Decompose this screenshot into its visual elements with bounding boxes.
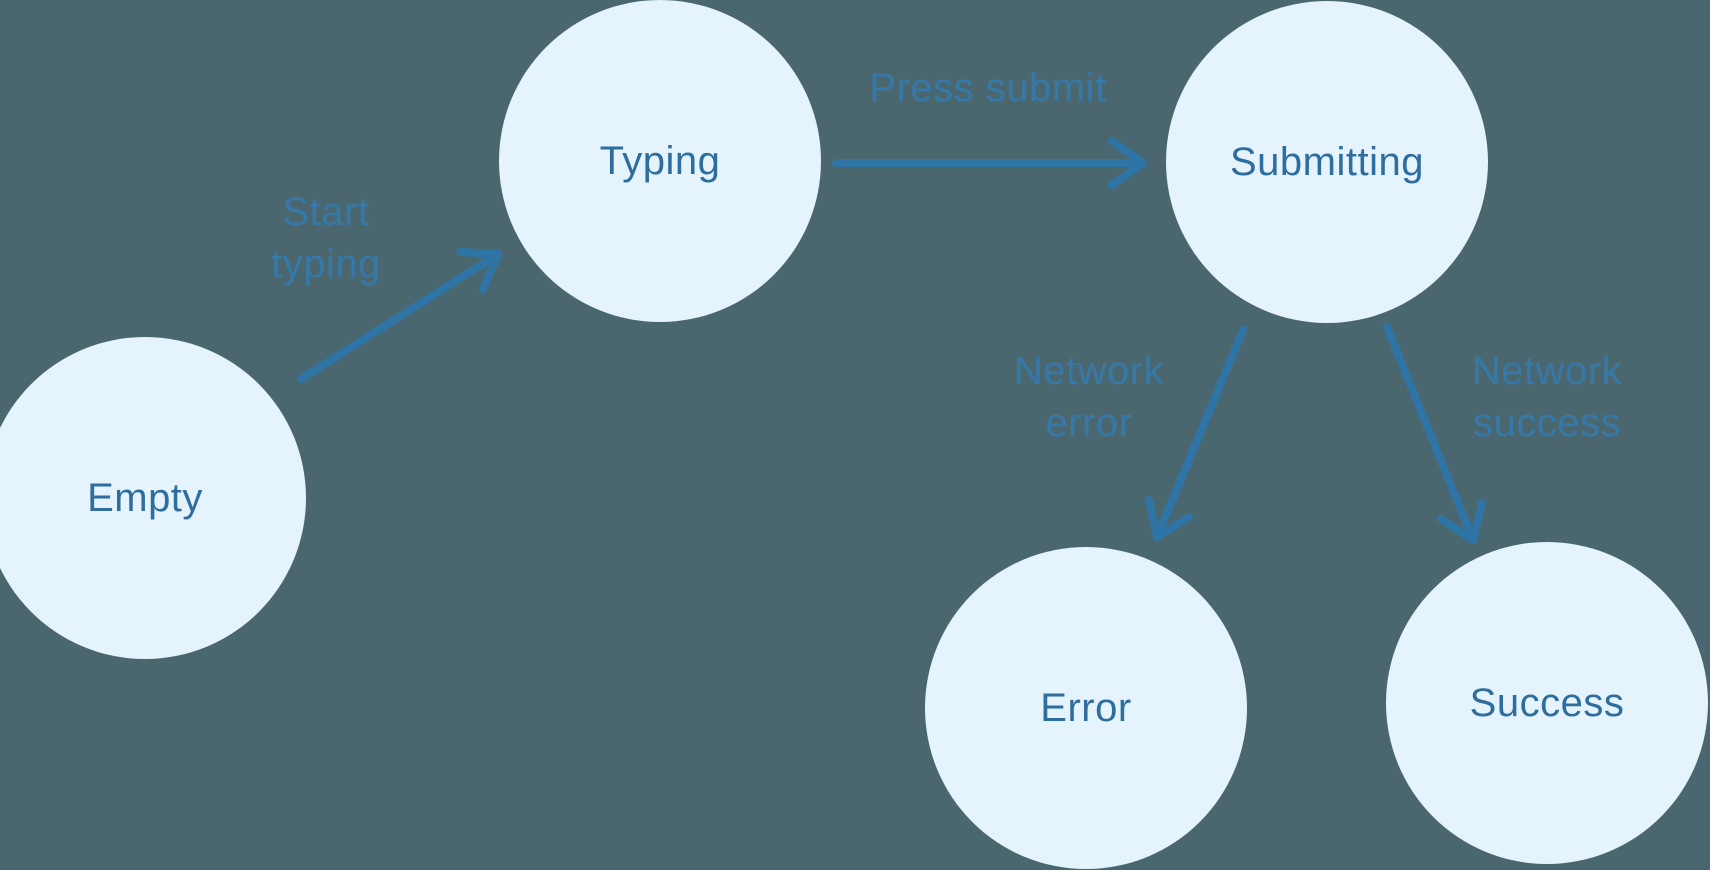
state-label-error: Error	[1040, 685, 1132, 730]
transition-arrow-submitting-to-success	[1383, 323, 1486, 544]
transition-label-line: typing	[271, 242, 381, 286]
transition-label-network-success: Network success	[1472, 345, 1622, 449]
state-node-submitting: Submitting	[1166, 1, 1488, 323]
transition-label-network-error: Network error	[1014, 345, 1164, 449]
transition-arrow-empty-to-typing	[297, 248, 502, 383]
state-label-success: Success	[1469, 680, 1625, 725]
arrowhead-icon	[1145, 496, 1193, 541]
state-label-submitting: Submitting	[1230, 139, 1424, 184]
transition-label-start-typing: Start typing	[271, 186, 381, 290]
state-label-typing: Typing	[599, 138, 721, 183]
arrow-shaft	[297, 250, 502, 383]
arrowhead-icon	[1437, 499, 1486, 544]
transition-label-line: Press submit	[869, 66, 1107, 110]
arrow-shaft	[1383, 323, 1477, 544]
transition-arrow-typing-to-submitting	[832, 137, 1147, 189]
arrow-shaft	[1153, 326, 1247, 541]
transition-arrow-submitting-to-error	[1145, 326, 1247, 541]
transition-label-press-submit: Press submit	[869, 62, 1106, 114]
state-node-success: Success	[1386, 542, 1708, 864]
state-label-empty: Empty	[87, 475, 203, 520]
state-node-empty: Empty	[0, 337, 306, 659]
transition-label-line: Start	[282, 190, 370, 234]
state-node-error: Error	[925, 547, 1247, 869]
transition-label-line: Network	[1013, 349, 1165, 393]
transition-label-line: Network	[1471, 349, 1623, 393]
transition-label-line: success	[1472, 401, 1621, 445]
transition-label-line: error	[1045, 401, 1133, 445]
state-node-typing: Typing	[499, 0, 821, 322]
arrowhead-icon	[456, 248, 502, 293]
arrowhead-icon	[1108, 137, 1147, 189]
